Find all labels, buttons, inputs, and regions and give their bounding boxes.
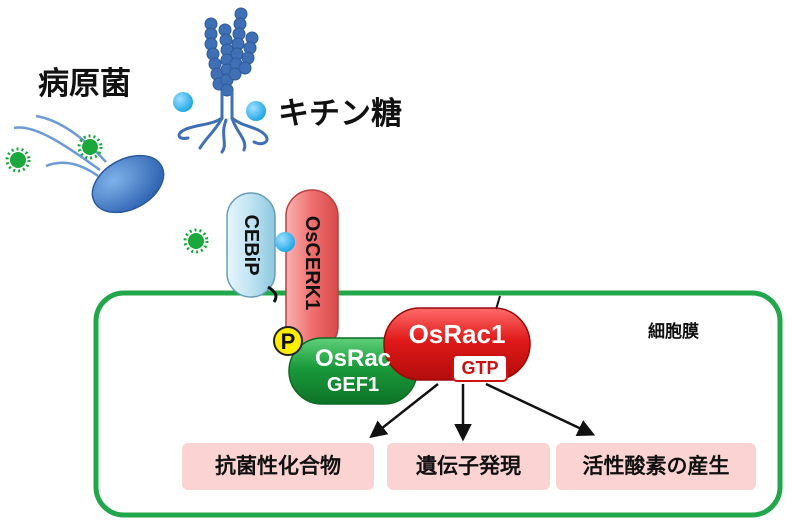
osracgef1-label-line1: OsRac (314, 345, 392, 372)
chitin-dot (246, 101, 266, 121)
chitin-label: キチン糖 (278, 96, 402, 132)
green-spot (77, 134, 103, 160)
phospho-badge: P (273, 326, 303, 356)
green-spot (183, 228, 209, 254)
fungus-roots (177, 90, 269, 154)
bacterium-icon (13, 114, 165, 214)
green-spot (5, 147, 31, 173)
arrow-to-antimicrobial (369, 383, 439, 439)
outcome-gene-expression: 遺伝子発現 (387, 443, 550, 490)
outcome-antimicrobial: 抗菌性化合物 (182, 443, 374, 490)
outcome-ros: 活性酸素の産生 (556, 443, 756, 490)
pathogen-label: 病原菌 (38, 66, 131, 102)
cebip-anchor (267, 285, 278, 303)
chitin-dot (275, 232, 295, 252)
gtp-badge: GTP (452, 354, 508, 382)
cebip-label: CEBiP (240, 214, 262, 276)
cebip-receptor (226, 192, 276, 298)
oscerk1-label: OsCERK1 (301, 215, 323, 311)
chitin-dot (173, 92, 193, 112)
cell-membrane (93, 290, 783, 518)
membrane-label: 細胞膜 (648, 322, 699, 342)
osracgef1-label-line2: GEF1 (326, 374, 380, 396)
arrow-to-ros (485, 382, 596, 436)
fungus-icon (204, 7, 259, 97)
osrac1-label: OsRac1 (408, 319, 506, 349)
